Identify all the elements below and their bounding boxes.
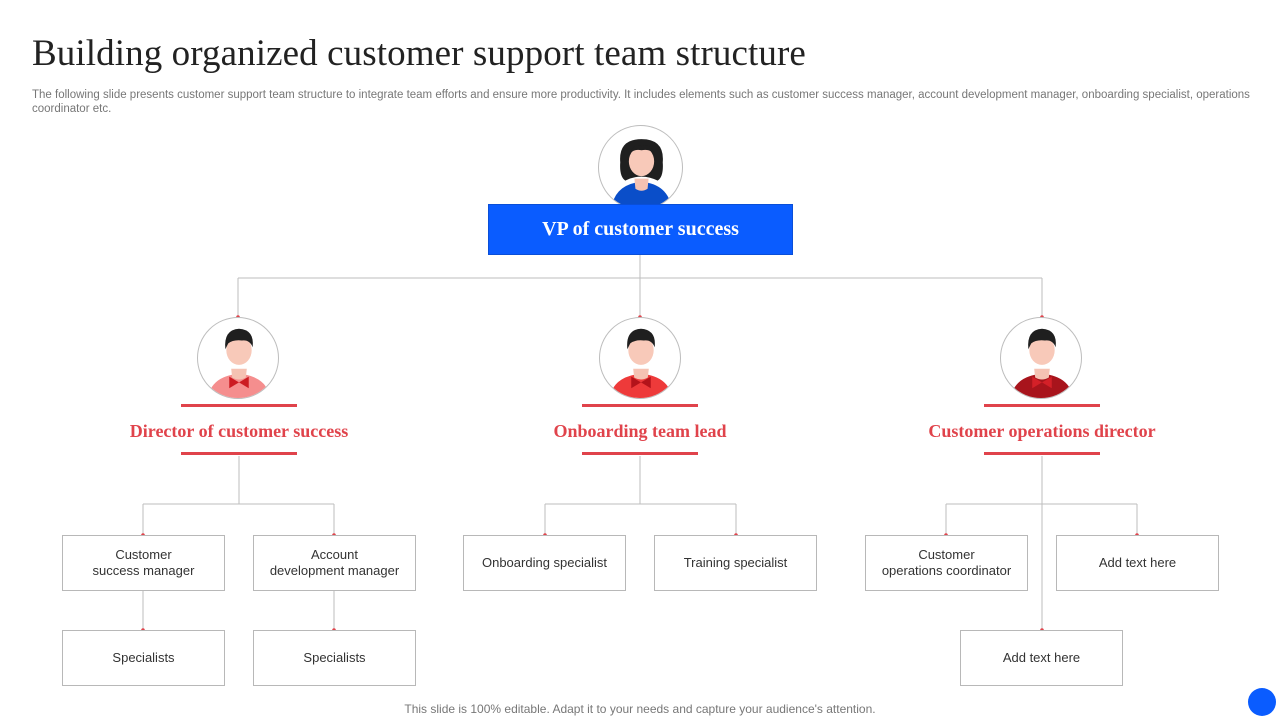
role-box-customer-success-manager: Customer success manager [62, 535, 225, 591]
vp-avatar [598, 125, 683, 210]
director-title-1: Director of customer success [129, 421, 349, 441]
role-box-placeholder: Add text here [1056, 535, 1219, 591]
vp-role-label: VP of customer success [542, 218, 739, 240]
role-box-operations-coordinator: Customer operations coordinator [865, 535, 1028, 591]
director-avatar-3 [1000, 317, 1082, 399]
vp-role-box: VP of customer success [488, 204, 793, 255]
divider [582, 404, 698, 407]
divider [984, 452, 1100, 455]
role-box-onboarding-specialist: Onboarding specialist [463, 535, 626, 591]
corner-decoration [1248, 688, 1276, 716]
divider [181, 452, 297, 455]
divider [984, 404, 1100, 407]
male-person-icon [1011, 328, 1073, 398]
role-box-placeholder: Add text here [960, 630, 1123, 686]
role-box-training-specialist: Training specialist [654, 535, 817, 591]
role-box-account-development-manager: Account development manager [253, 535, 416, 591]
divider [181, 404, 297, 407]
director-title-2: Onboarding team lead [553, 421, 727, 441]
role-box-specialists: Specialists [62, 630, 225, 686]
role-box-specialists: Specialists [253, 630, 416, 686]
divider [582, 452, 698, 455]
director-avatar-2 [599, 317, 681, 399]
director-avatar-1 [197, 317, 279, 399]
footer-note: This slide is 100% editable. Adapt it to… [404, 702, 876, 716]
slide-subtitle: The following slide presents customer su… [32, 89, 1250, 115]
director-title-3: Customer operations director [928, 421, 1156, 441]
female-person-icon [611, 139, 672, 209]
male-person-icon [610, 328, 672, 398]
male-person-icon [208, 328, 270, 398]
slide-title: Building organized customer support team… [32, 33, 806, 74]
